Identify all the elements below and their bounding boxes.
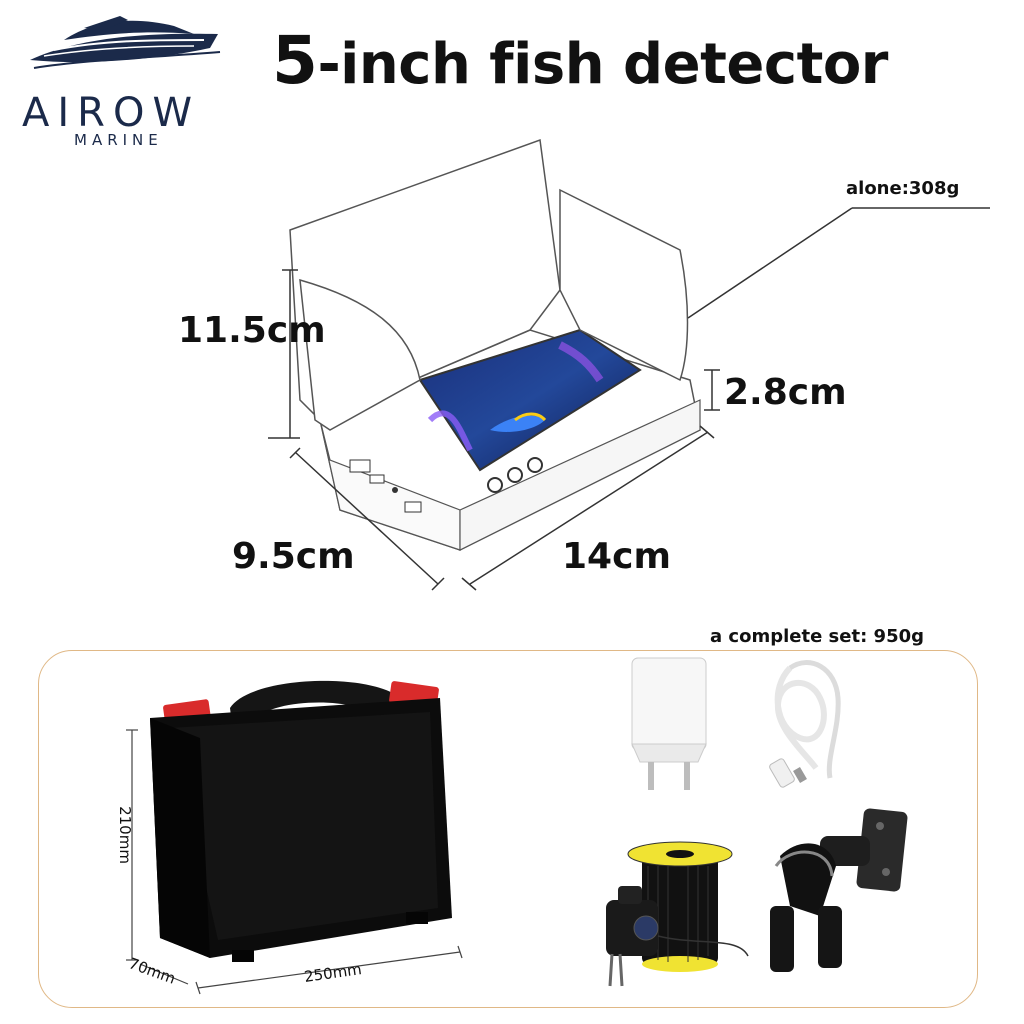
case-dimension-lines xyxy=(126,729,463,995)
case-height-label: 210mm xyxy=(115,806,134,864)
device-dimension-lines xyxy=(268,207,990,591)
page-title: 5-inch fish detector xyxy=(272,22,888,99)
mount-bracket-image xyxy=(770,808,908,972)
usb-cable-image xyxy=(769,660,841,788)
brand-name: AIROW xyxy=(22,90,200,136)
boat-logo-icon xyxy=(30,16,221,69)
carry-case-image xyxy=(150,680,452,962)
set-weight-label: a complete set: 950g xyxy=(710,626,924,647)
thickness-label: 2.8cm xyxy=(724,372,847,413)
kit-panel xyxy=(38,650,978,1008)
title-text: -inch fish detector xyxy=(317,32,888,97)
camera-cable-reel-image xyxy=(606,841,749,987)
device-weight-label: alone:308g xyxy=(846,178,960,199)
title-number: 5 xyxy=(272,22,318,99)
fish-detector-image xyxy=(289,138,701,551)
width-label: 14cm xyxy=(562,536,671,577)
brand-subtitle: MARINE xyxy=(74,131,163,149)
charger-image xyxy=(631,657,707,790)
height-label: 11.5cm xyxy=(178,310,326,351)
depth-label: 9.5cm xyxy=(232,536,355,577)
